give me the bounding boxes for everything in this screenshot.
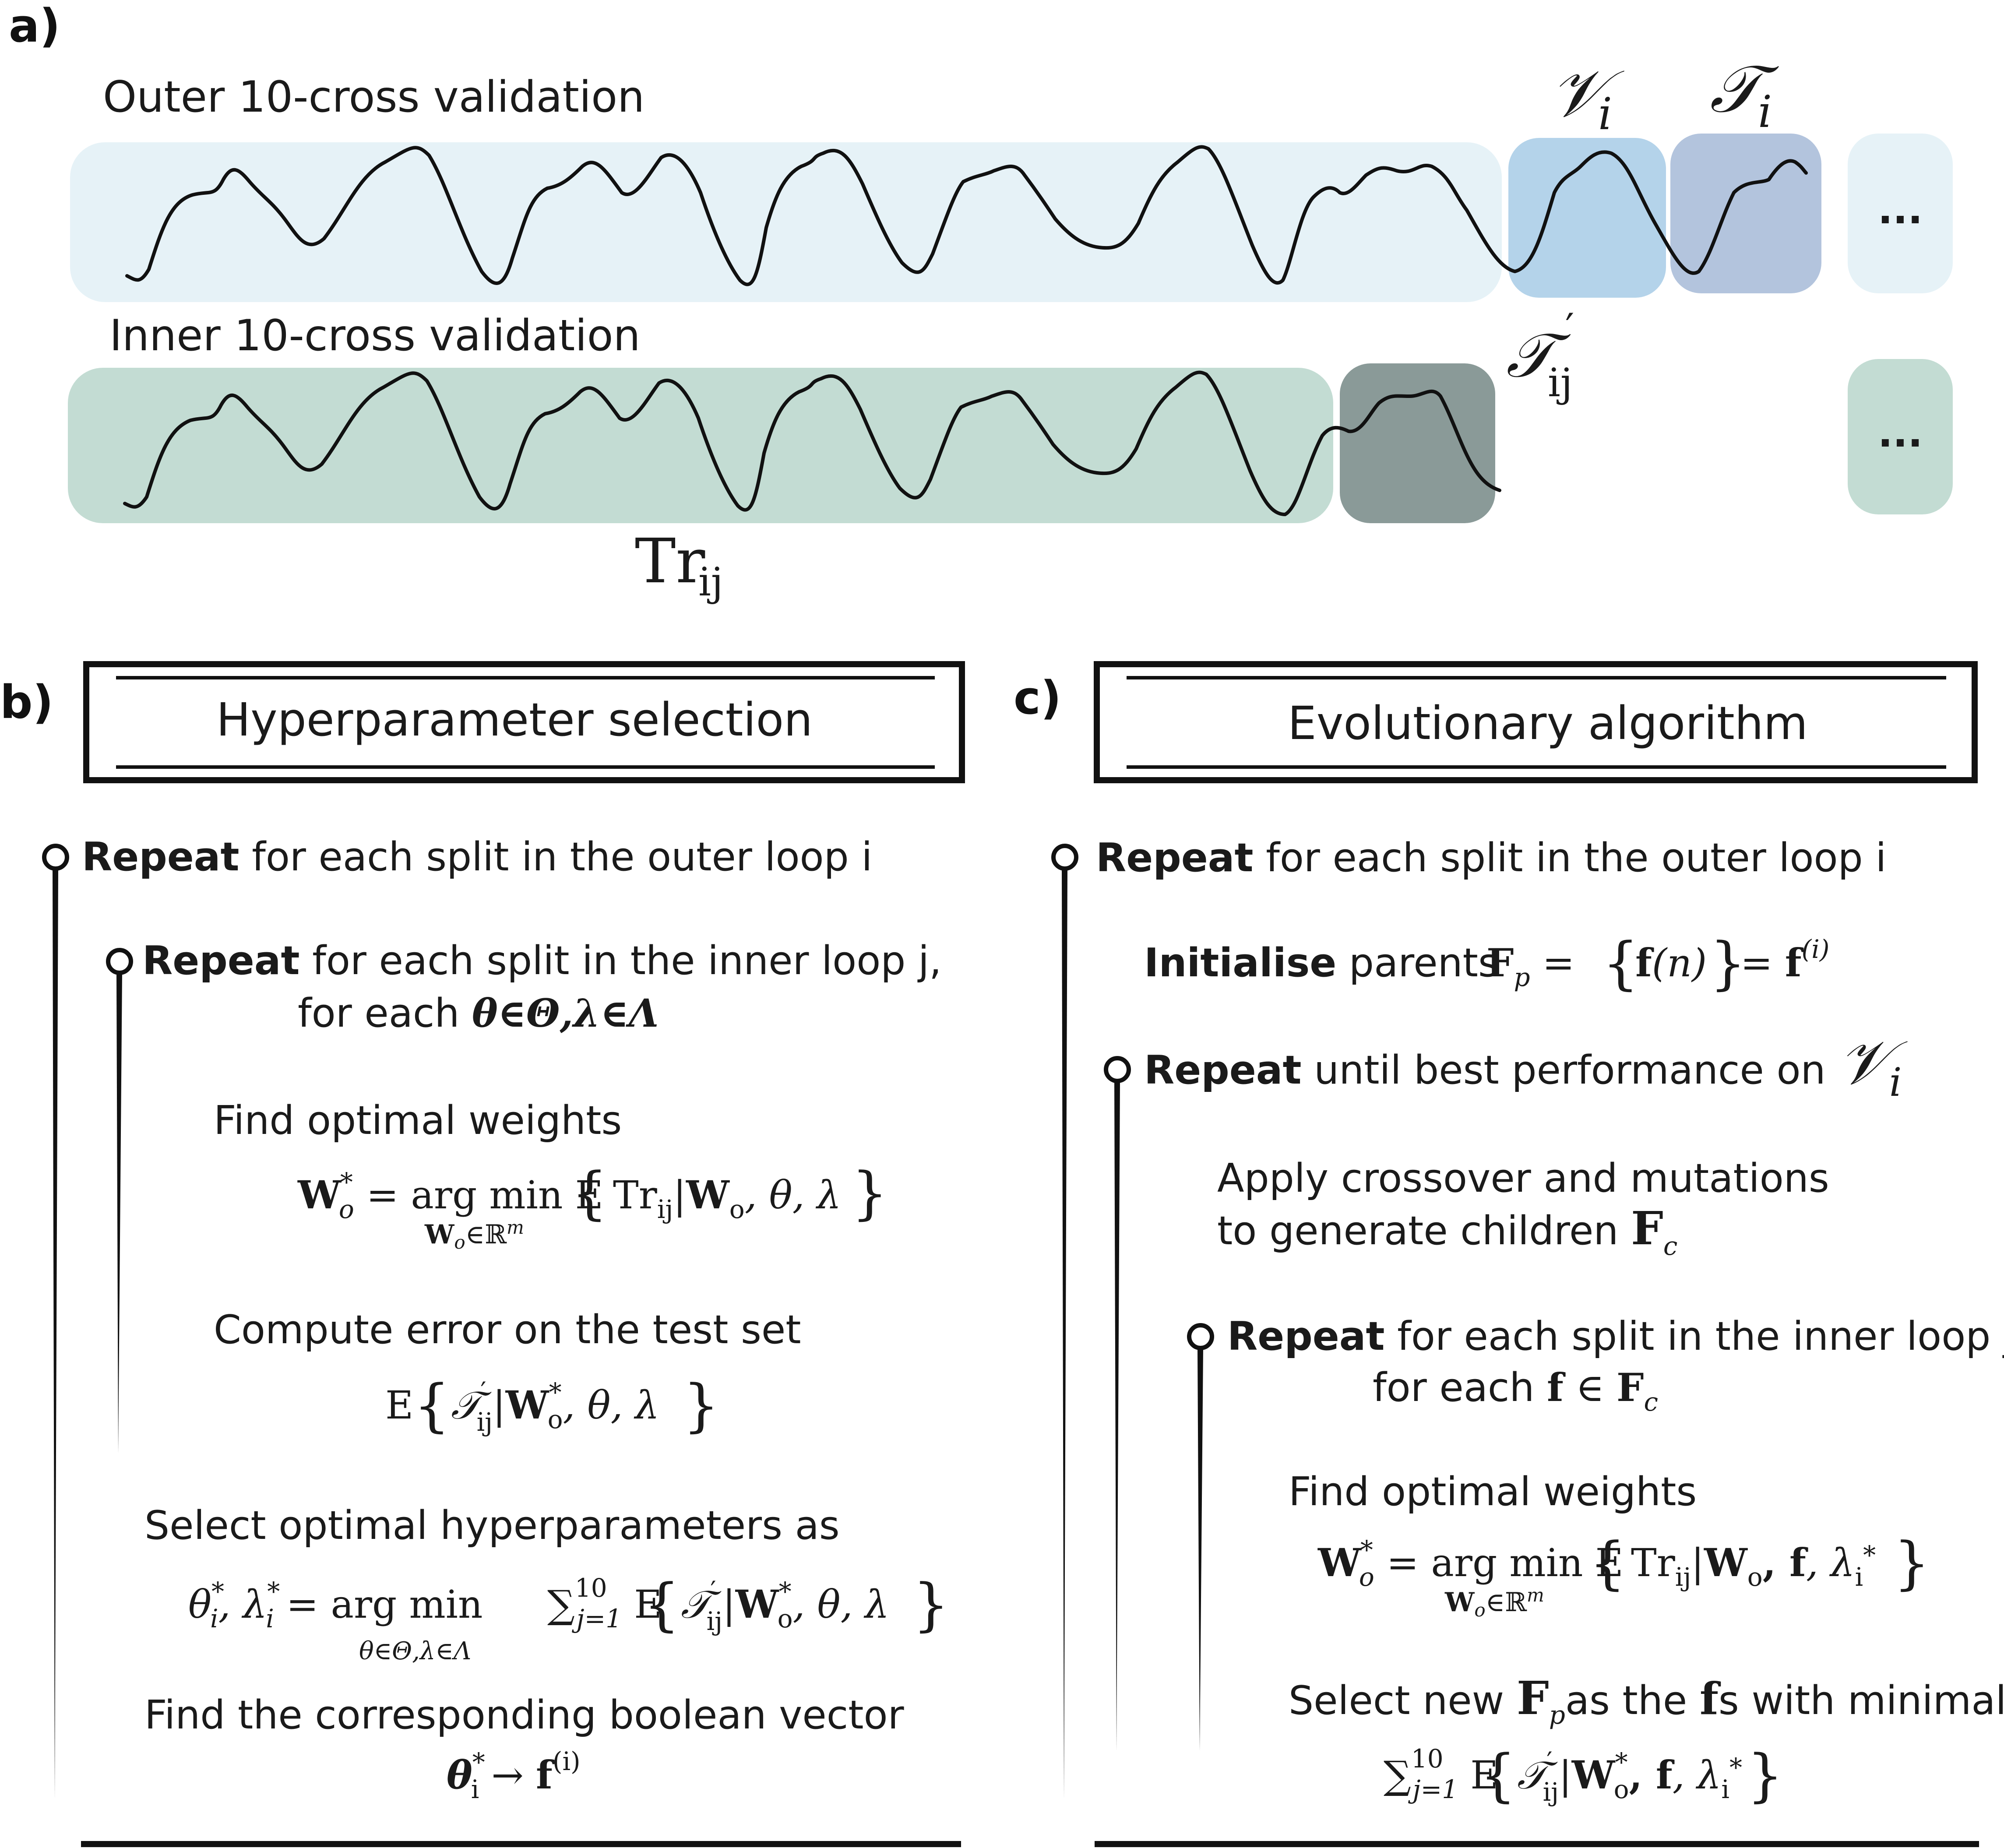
ea-inner-loop-text-line2: for each f ∈ Fc [1373, 1365, 1658, 1417]
outer-test-box [1670, 134, 1821, 293]
inner-ellipsis: ... [1878, 410, 1923, 456]
svg-text:{: { [1589, 1530, 1626, 1596]
ea-inner-loop-bullet [1187, 1323, 1214, 1350]
validation-set-symbol: 𝒱 [1550, 56, 1624, 132]
outer-loop-bullet [42, 844, 69, 871]
svg-text:{: { [414, 1372, 450, 1439]
panel-a-label: a) [9, 0, 60, 53]
svg-text:}: } [913, 1571, 949, 1638]
outer-cv-title: Outer 10-cross validation [103, 72, 645, 122]
compute-error-text: Compute error on the test set [214, 1307, 801, 1353]
inner-test-subscript: ij [1548, 360, 1573, 406]
ea-outer-loop-text: Repeat for each split in the outer loop … [1096, 835, 1886, 881]
inner-loop-text-line2: for each θ∈Θ,λ∈Λ [298, 990, 659, 1036]
inner-loop-line [116, 973, 122, 1454]
outer-validation-box [1508, 138, 1666, 298]
svg-text:θ*i → f(i): θ*i → f(i) [447, 1746, 581, 1804]
svg-text:f(n): f(n) [1635, 940, 1707, 986]
inner-train-subscript: ij [698, 559, 723, 605]
svg-text:Trij|Wo, θ, λ: Trij|Wo, θ, λ [613, 1172, 841, 1224]
svg-text:E: E [385, 1383, 413, 1428]
inner-test-box [1340, 363, 1495, 523]
svg-text:∑10j=1 E: ∑10j=1 E [1384, 1744, 1498, 1804]
inner-cv-title: Inner 10-cross validation [109, 311, 641, 361]
panel-c: c) Evolutionary algorithm Repeat for eac… [1014, 661, 2004, 1847]
svg-text:}: } [683, 1372, 719, 1439]
outer-loop-line [53, 869, 58, 1799]
svg-text:W*o = arg min E: W*o = arg min E [1317, 1535, 1624, 1592]
generate-children-text: to generate children Fc [1217, 1201, 1677, 1261]
svg-text:}: } [852, 1160, 888, 1226]
panel-b-label: b) [0, 676, 53, 729]
ea-outer-loop-bullet [1051, 844, 1078, 871]
svg-text:𝒯′ij|W*o, f, λi*: 𝒯′ij|W*o, f, λi* [1517, 1746, 1742, 1807]
svg-text:}: } [1747, 1742, 1783, 1809]
inner-loop-bullet [106, 948, 133, 975]
ea-repeat-text: Repeat until best performance on 𝒱i [1144, 1027, 1908, 1105]
ea-inner-loop-line [1197, 1348, 1203, 1751]
panel-b-title-box [83, 661, 965, 783]
panel-c-title-box [1094, 661, 1978, 783]
test-set-subscript: i [1758, 86, 1772, 137]
boolean-equation: θ*i → f(i) [447, 1746, 581, 1804]
outer-training-box [70, 142, 1502, 302]
inner-time-series [123, 370, 1501, 516]
panel-c-title: Evolutionary algorithm [1288, 697, 1808, 750]
validation-set-subscript: i [1598, 88, 1612, 140]
find-boolean-text: Find the corresponding boolean vector [144, 1692, 904, 1738]
weights-equation: W*o = arg min E Wo∈ℝm { Trij|Wo, θ, λ } [297, 1160, 888, 1253]
inner-test-prime: ′ [1565, 305, 1574, 351]
outer-ellipsis: ... [1878, 187, 1923, 233]
outer-loop-text: Repeat for each split in the outer loop … [82, 834, 872, 880]
svg-text:Fp =: Fp = [1486, 940, 1574, 992]
svg-text:= f(i): = f(i) [1740, 934, 1829, 986]
svg-text:θ∈Θ,λ∈Λ: θ∈Θ,λ∈Λ [359, 1637, 471, 1665]
svg-text:W*o = arg min E: W*o = arg min E [297, 1167, 603, 1224]
inner-more-folds-box [1848, 359, 1953, 514]
svg-text:θ*i, λ*i = arg min: θ*i, λ*i = arg min [188, 1577, 483, 1633]
ea-outer-loop-line [1062, 869, 1067, 1799]
ea-repeat-line [1114, 1081, 1120, 1751]
ea-repeat-bullet [1104, 1056, 1131, 1083]
svg-text:{: { [1480, 1742, 1516, 1809]
panel-a: a) Outer 10-cross validation ... 𝒱 i 𝒯 i… [9, 0, 1953, 605]
svg-text:}: } [1894, 1530, 1930, 1596]
svg-text:𝒯′ij|W*o, θ, λ: 𝒯′ij|W*o, θ, λ [681, 1576, 889, 1636]
svg-text:{: { [1602, 930, 1639, 996]
select-new-parents-text: Select new Fpas the fs with minimal [1289, 1671, 2004, 1730]
find-weights-text: Find optimal weights [214, 1098, 622, 1144]
ea-inner-loop-text: Repeat for each split in the inner loop … [1227, 1313, 2004, 1359]
error-equation: E { 𝒯′ij|W*o, θ, λ } [385, 1372, 719, 1439]
panel-b: b) Hyperparameter selection Repeat for e… [0, 661, 965, 1847]
svg-text:Wo∈ℝm: Wo∈ℝm [1444, 1584, 1544, 1621]
select-hyperparameters-text: Select optimal hyperparameters as [144, 1503, 840, 1549]
inner-train-symbol: Tr [635, 526, 705, 597]
svg-text:Trij|Wo, f, λi*: Trij|Wo, f, λi* [1631, 1540, 1876, 1592]
inner-training-box [68, 368, 1333, 523]
apply-crossover-text: Apply crossover and mutations [1217, 1155, 1829, 1201]
panel-b-title: Hyperparameter selection [216, 693, 813, 746]
initialise-equation: Fp = { f(n) } = f(i) [1486, 930, 1829, 996]
initialise-text: Initialise parents [1144, 940, 1499, 986]
outer-time-series [125, 145, 1808, 286]
svg-text:∑10j=1 E: ∑10j=1 E [547, 1573, 662, 1633]
outer-more-folds-box [1848, 134, 1953, 293]
ea-find-weights-text: Find optimal weights [1289, 1469, 1697, 1515]
ea-weights-equation: W*o = arg min E Wo∈ℝm { Trij|Wo, f, λi* … [1317, 1530, 1930, 1621]
inner-loop-text: Repeat for each split in the inner loop … [142, 938, 942, 984]
svg-text:{: { [644, 1571, 680, 1638]
svg-text:}: } [1710, 930, 1746, 996]
svg-text:Wo∈ℝm: Wo∈ℝm [424, 1217, 524, 1253]
svg-text:{: { [571, 1160, 608, 1226]
panel-c-label: c) [1014, 671, 1061, 725]
svg-text:𝒯′ij|W*o, θ, λ: 𝒯′ij|W*o, θ, λ [451, 1376, 659, 1437]
